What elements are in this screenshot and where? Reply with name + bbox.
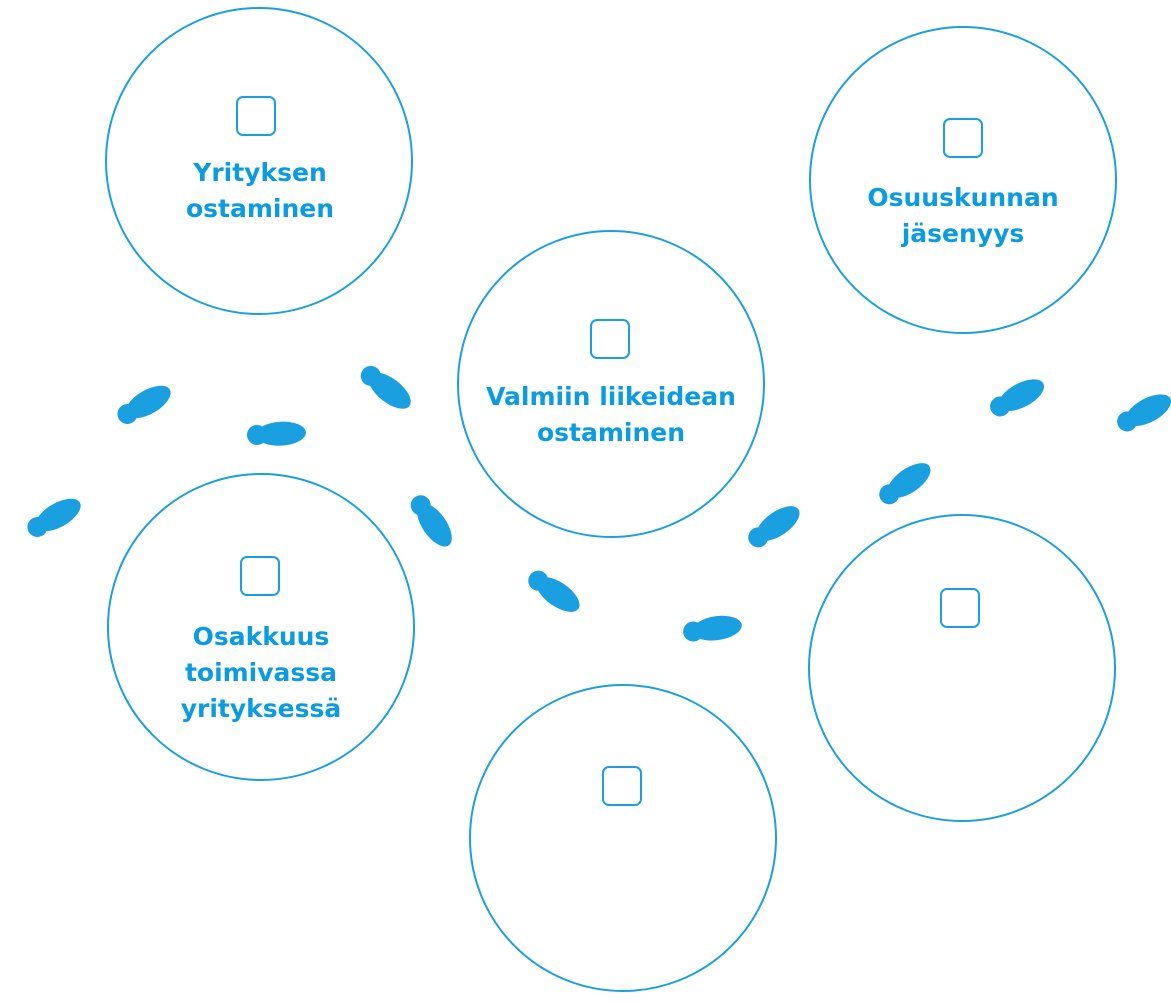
footprint-icon bbox=[247, 421, 306, 446]
footprint-icon bbox=[360, 365, 411, 409]
option-label-osakkuus-toimivassa-yrityksessa: Osakkuus toimivassa yrityksessä bbox=[180, 622, 342, 723]
footprint-icon bbox=[990, 379, 1045, 417]
option-circle-empty-bottom bbox=[469, 684, 777, 992]
option-label-yrityksen-ostaminen: Yrityksen ostaminen bbox=[185, 158, 335, 223]
footprint-icon bbox=[117, 385, 171, 424]
footprint-icon bbox=[683, 615, 742, 642]
checkbox-yrityksen-ostaminen[interactable] bbox=[236, 96, 276, 136]
checkbox-osuuskunnan-jasenyys[interactable] bbox=[943, 118, 983, 158]
option-circle-empty-right bbox=[808, 514, 1116, 822]
checkbox-empty-right[interactable] bbox=[940, 588, 980, 628]
option-label-valmiin-liikeidean-ostaminen: Valmiin liikeidean ostaminen bbox=[486, 382, 736, 447]
option-circle-osakkuus-toimivassa-yrityksessa bbox=[107, 473, 415, 781]
footprint-icon bbox=[879, 463, 931, 505]
option-circle-valmiin-liikeidean-ostaminen bbox=[457, 230, 765, 538]
checkbox-osakkuus-toimivassa-yrityksessa[interactable] bbox=[240, 556, 280, 596]
checkbox-empty-bottom[interactable] bbox=[602, 766, 642, 806]
footprint-icon bbox=[1117, 394, 1171, 432]
footprint-icon bbox=[748, 506, 800, 548]
footprint-icon bbox=[528, 570, 580, 612]
checkbox-valmiin-liikeidean-ostaminen[interactable] bbox=[590, 319, 630, 359]
option-circle-yrityksen-ostaminen bbox=[105, 7, 413, 315]
footprint-icon bbox=[410, 495, 452, 547]
option-label-osuuskunnan-jasenyys: Osuuskunnan jäsenyys bbox=[867, 183, 1059, 248]
option-circle-osuuskunnan-jasenyys bbox=[809, 26, 1117, 334]
footprint-icon bbox=[27, 498, 81, 537]
